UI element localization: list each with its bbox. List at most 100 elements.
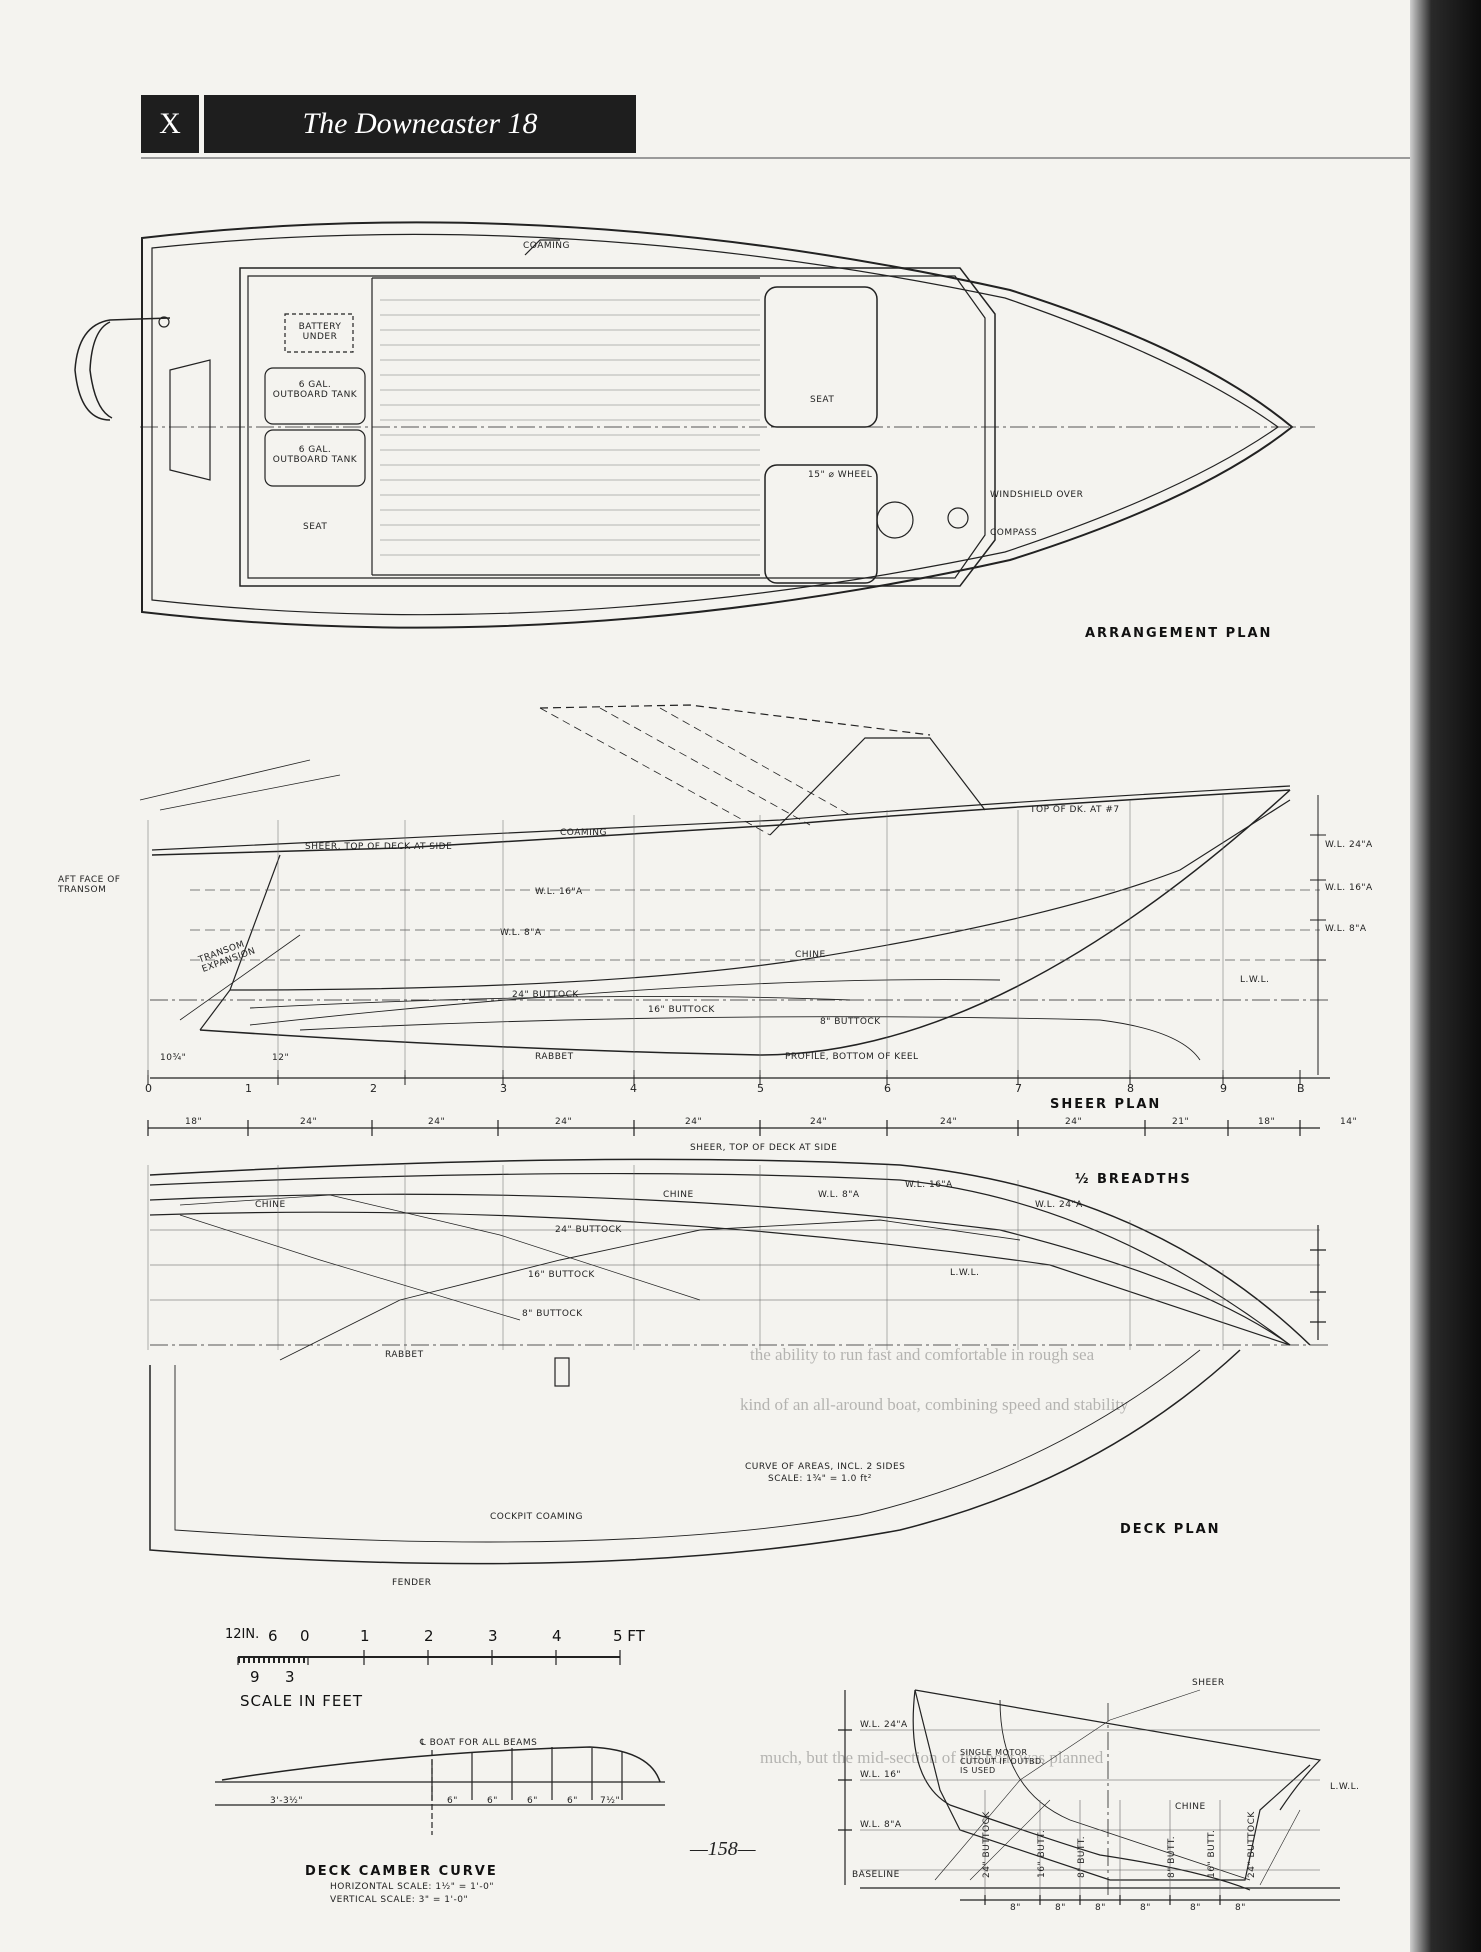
scale-3: 3 — [488, 1627, 498, 1645]
wl8-right-label: W.L. 8"A — [1325, 924, 1367, 934]
station-5: 5 — [757, 1082, 765, 1095]
arrangement-plan-title: ARRANGEMENT PLAN — [1085, 626, 1273, 641]
cockpit-coaming-label: COCKPIT COAMING — [490, 1512, 583, 1522]
bp-lwl-label: L.W.L. — [1330, 1782, 1360, 1792]
buttock24-label: 24" BUTTOCK — [512, 990, 579, 1000]
scale-6: 6 — [268, 1627, 278, 1645]
bp-buttock-6: 24" BUTTOCK — [1247, 1811, 1257, 1878]
rabbet-label: RABBET — [535, 1052, 574, 1062]
hb-buttock24-label: 24" BUTTOCK — [555, 1225, 622, 1235]
bp-wl24-label: W.L. 24"A — [860, 1720, 908, 1730]
bp-spacing-3: 8" — [1095, 1903, 1106, 1913]
station-8: 8 — [1127, 1082, 1135, 1095]
curve-scale-label: SCALE: 1¾" = 1.0 ft² — [768, 1474, 872, 1484]
tank-label-2: 6 GAL. OUTBOARD TANK — [272, 445, 358, 465]
sheer-plan-title: SHEER PLAN — [1050, 1097, 1162, 1112]
station-7: 7 — [1015, 1082, 1023, 1095]
spacing-1: 18" — [185, 1117, 203, 1127]
bp-spacing-6: 8" — [1235, 1903, 1246, 1913]
header-rule — [141, 157, 1410, 159]
aft-seat-label: SEAT — [303, 522, 328, 532]
hb-lwl-label: L.W.L. — [950, 1268, 980, 1278]
aft-face-transom-label: AFT FACE OF TRANSOM — [58, 875, 121, 895]
arrangement-plan-drawing — [74, 221, 1315, 629]
camber-title: DECK CAMBER CURVE — [305, 1864, 498, 1879]
station-0: 0 — [145, 1082, 153, 1095]
windshield-label: WINDSHIELD OVER — [990, 490, 1084, 500]
chapter-title: The Downeaster 18 — [302, 107, 538, 140]
station-2: 2 — [370, 1082, 378, 1095]
scale-bar-graphic — [237, 1650, 621, 1665]
hb-sheer-label: SHEER, TOP OF DECK AT SIDE — [690, 1143, 838, 1153]
bp-sheer-label: SHEER — [1192, 1678, 1225, 1688]
spacing-3: 24" — [428, 1117, 446, 1127]
bp-chine-label: CHINE — [1175, 1802, 1206, 1812]
spacing-10: 18" — [1258, 1117, 1276, 1127]
bp-buttock-1: 24" BUTTOCK — [982, 1811, 992, 1878]
hb-chine-label: CHINE — [663, 1190, 694, 1200]
wheel-label: 15" ⌀ WHEEL — [808, 470, 873, 480]
buttock8-label: 8" BUTTOCK — [820, 1017, 881, 1027]
wl24-right-label: W.L. 24"A — [1325, 840, 1373, 850]
page-number: —158— — [690, 1838, 756, 1860]
bp-motor-cutout-label: SINGLE MOTOR CUTOUT IF OUTBD. IS USED — [960, 1748, 1045, 1775]
bp-buttock-2: 16" BUTT. — [1037, 1829, 1047, 1878]
deck-plan-title: DECK PLAN — [1120, 1522, 1221, 1537]
spacing-6: 24" — [810, 1117, 828, 1127]
scale-caption: SCALE IN FEET — [240, 1692, 364, 1710]
tank-label-1: 6 GAL. OUTBOARD TANK — [272, 380, 358, 400]
half-breadths-drawing — [147, 1158, 1330, 1565]
bleed-through-text-1: the ability to run fast and comfortable … — [750, 1345, 1095, 1364]
bp-wl8-label: W.L. 8"A — [860, 1820, 902, 1830]
lwl-label: L.W.L. — [1240, 975, 1270, 985]
camber-h-scale: HORIZONTAL SCALE: 1½" = 1'-0" — [330, 1882, 494, 1892]
bp-buttock-5: 16" BUTT. — [1207, 1829, 1217, 1878]
fender-label: FENDER — [392, 1578, 432, 1588]
half-breadths-title: ½ BREADTHS — [1075, 1172, 1192, 1187]
page-edge-shadow — [1410, 0, 1481, 1952]
header-separator — [199, 95, 204, 153]
spacing-9: 21" — [1172, 1117, 1190, 1127]
bp-spacing-5: 8" — [1190, 1903, 1201, 1913]
deck-camber-curve — [215, 1746, 665, 1835]
coaming-label: COAMING — [523, 241, 570, 251]
station-3: 3 — [500, 1082, 508, 1095]
camber-dim-4: 6" — [527, 1796, 538, 1806]
battery-label: BATTERY UNDER — [298, 322, 342, 342]
buttock16-label: 16" BUTTOCK — [648, 1005, 715, 1015]
scale-4: 4 — [552, 1627, 562, 1645]
hb-wl16-label: W.L. 16"A — [905, 1180, 953, 1190]
top-of-deck-label: TOP OF DK. AT #7 — [1030, 805, 1120, 815]
transom-dim-2: 12" — [272, 1053, 290, 1063]
camber-note-label: ℄ BOAT FOR ALL BEAMS — [420, 1738, 538, 1748]
profile-keel-label: PROFILE, BOTTOM OF KEEL — [785, 1052, 919, 1062]
hb-wl24-label: W.L. 24"A — [1035, 1200, 1083, 1210]
camber-dim-1: 3'-3½" — [270, 1796, 304, 1806]
bp-baseline-label: BASELINE — [852, 1870, 900, 1880]
spacing-7: 24" — [940, 1117, 958, 1127]
station-6: 6 — [884, 1082, 892, 1095]
wl16-right-label: W.L. 16"A — [1325, 883, 1373, 893]
camber-dim-5: 6" — [567, 1796, 578, 1806]
scale-9: 9 — [250, 1668, 260, 1686]
chine-label: CHINE — [795, 950, 826, 960]
bp-spacing-2: 8" — [1055, 1903, 1066, 1913]
scale-1: 1 — [360, 1627, 370, 1645]
sheer-label: SHEER, TOP OF DECK AT SIDE — [305, 842, 453, 852]
hb-chine-left-label: CHINE — [255, 1200, 286, 1210]
hb-buttock8-label: 8" BUTTOCK — [522, 1309, 583, 1319]
camber-dim-3: 6" — [487, 1796, 498, 1806]
bp-wl16-label: W.L. 16" — [860, 1770, 902, 1780]
wl16-label: W.L. 16"A — [535, 887, 583, 897]
wl8-label: W.L. 8"A — [500, 928, 542, 938]
sheer-coaming-label: COAMING — [560, 828, 607, 838]
chapter-number: X — [159, 107, 181, 140]
spacing-11: 14" — [1340, 1117, 1358, 1127]
station-b: B — [1297, 1082, 1306, 1095]
spacing-5: 24" — [685, 1117, 703, 1127]
station-9: 9 — [1220, 1082, 1228, 1095]
spacing-2: 24" — [300, 1117, 318, 1127]
body-plan-drawing — [838, 1689, 1340, 1905]
hb-wl8-label: W.L. 8"A — [818, 1190, 860, 1200]
